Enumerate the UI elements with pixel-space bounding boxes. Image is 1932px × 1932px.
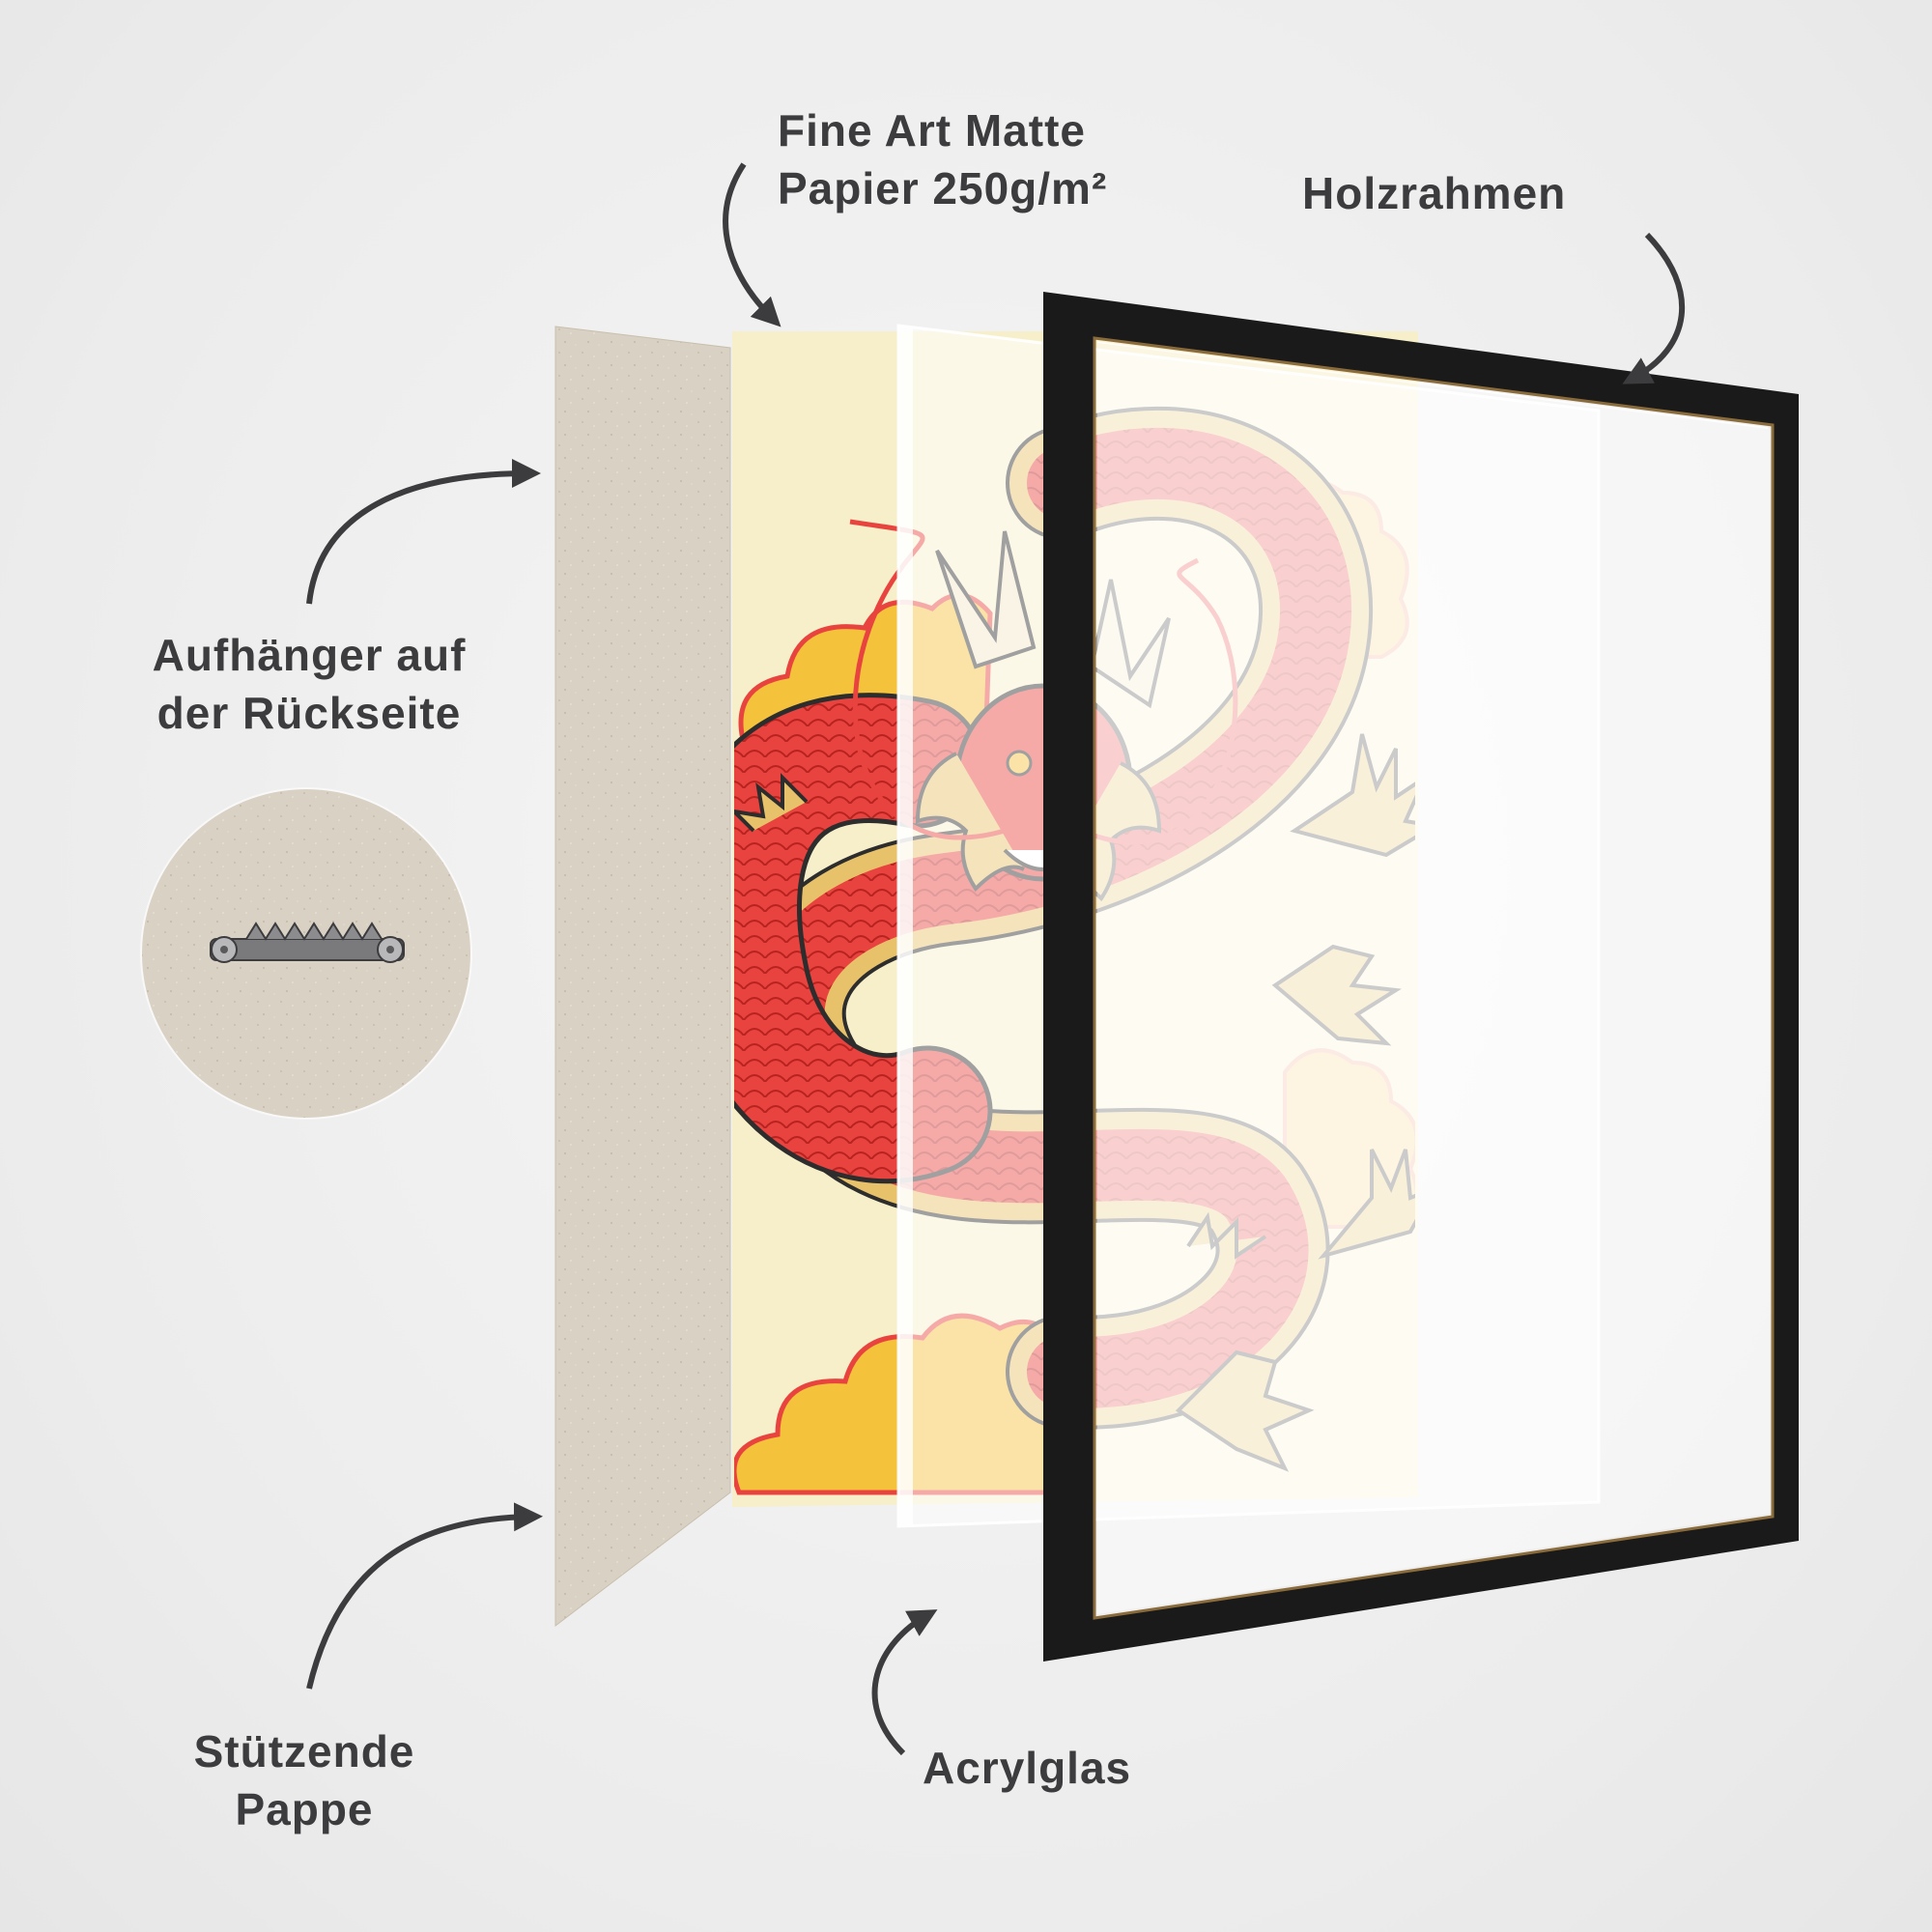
arrow-board [306, 1502, 543, 1690]
label-hanger-line1: Aufhänger auf [152, 630, 467, 680]
label-supporting-board: Stützende Pappe [106, 1722, 502, 1838]
label-fine-art-paper-line2: Papier 250g/m² [778, 163, 1108, 213]
label-supporting-board-line2: Pappe [235, 1784, 374, 1834]
label-fine-art-paper: Fine Art Matte Papier 250g/m² [778, 101, 1107, 217]
label-hanger: Aufhänger auf der Rückseite [106, 626, 512, 742]
label-wooden-frame: Holzrahmen [1302, 164, 1566, 222]
label-acrylic-glass-text: Acrylglas [923, 1743, 1132, 1793]
arrow-paper [723, 162, 781, 327]
arrow-hanger [306, 459, 541, 605]
arrow-frame [1622, 232, 1686, 384]
label-supporting-board-line1: Stützende [193, 1726, 415, 1776]
label-hanger-line2: der Rückseite [156, 688, 462, 738]
label-acrylic-glass: Acrylglas [923, 1739, 1131, 1797]
hanger-detail-circle [140, 787, 472, 1120]
arrow-acrylic [871, 1609, 938, 1756]
sawtooth-hanger-icon [210, 922, 405, 963]
label-wooden-frame-text: Holzrahmen [1302, 168, 1567, 218]
cardboard-backing [554, 326, 731, 1628]
wooden-frame [1043, 292, 1799, 1662]
label-fine-art-paper-line1: Fine Art Matte [778, 105, 1086, 156]
